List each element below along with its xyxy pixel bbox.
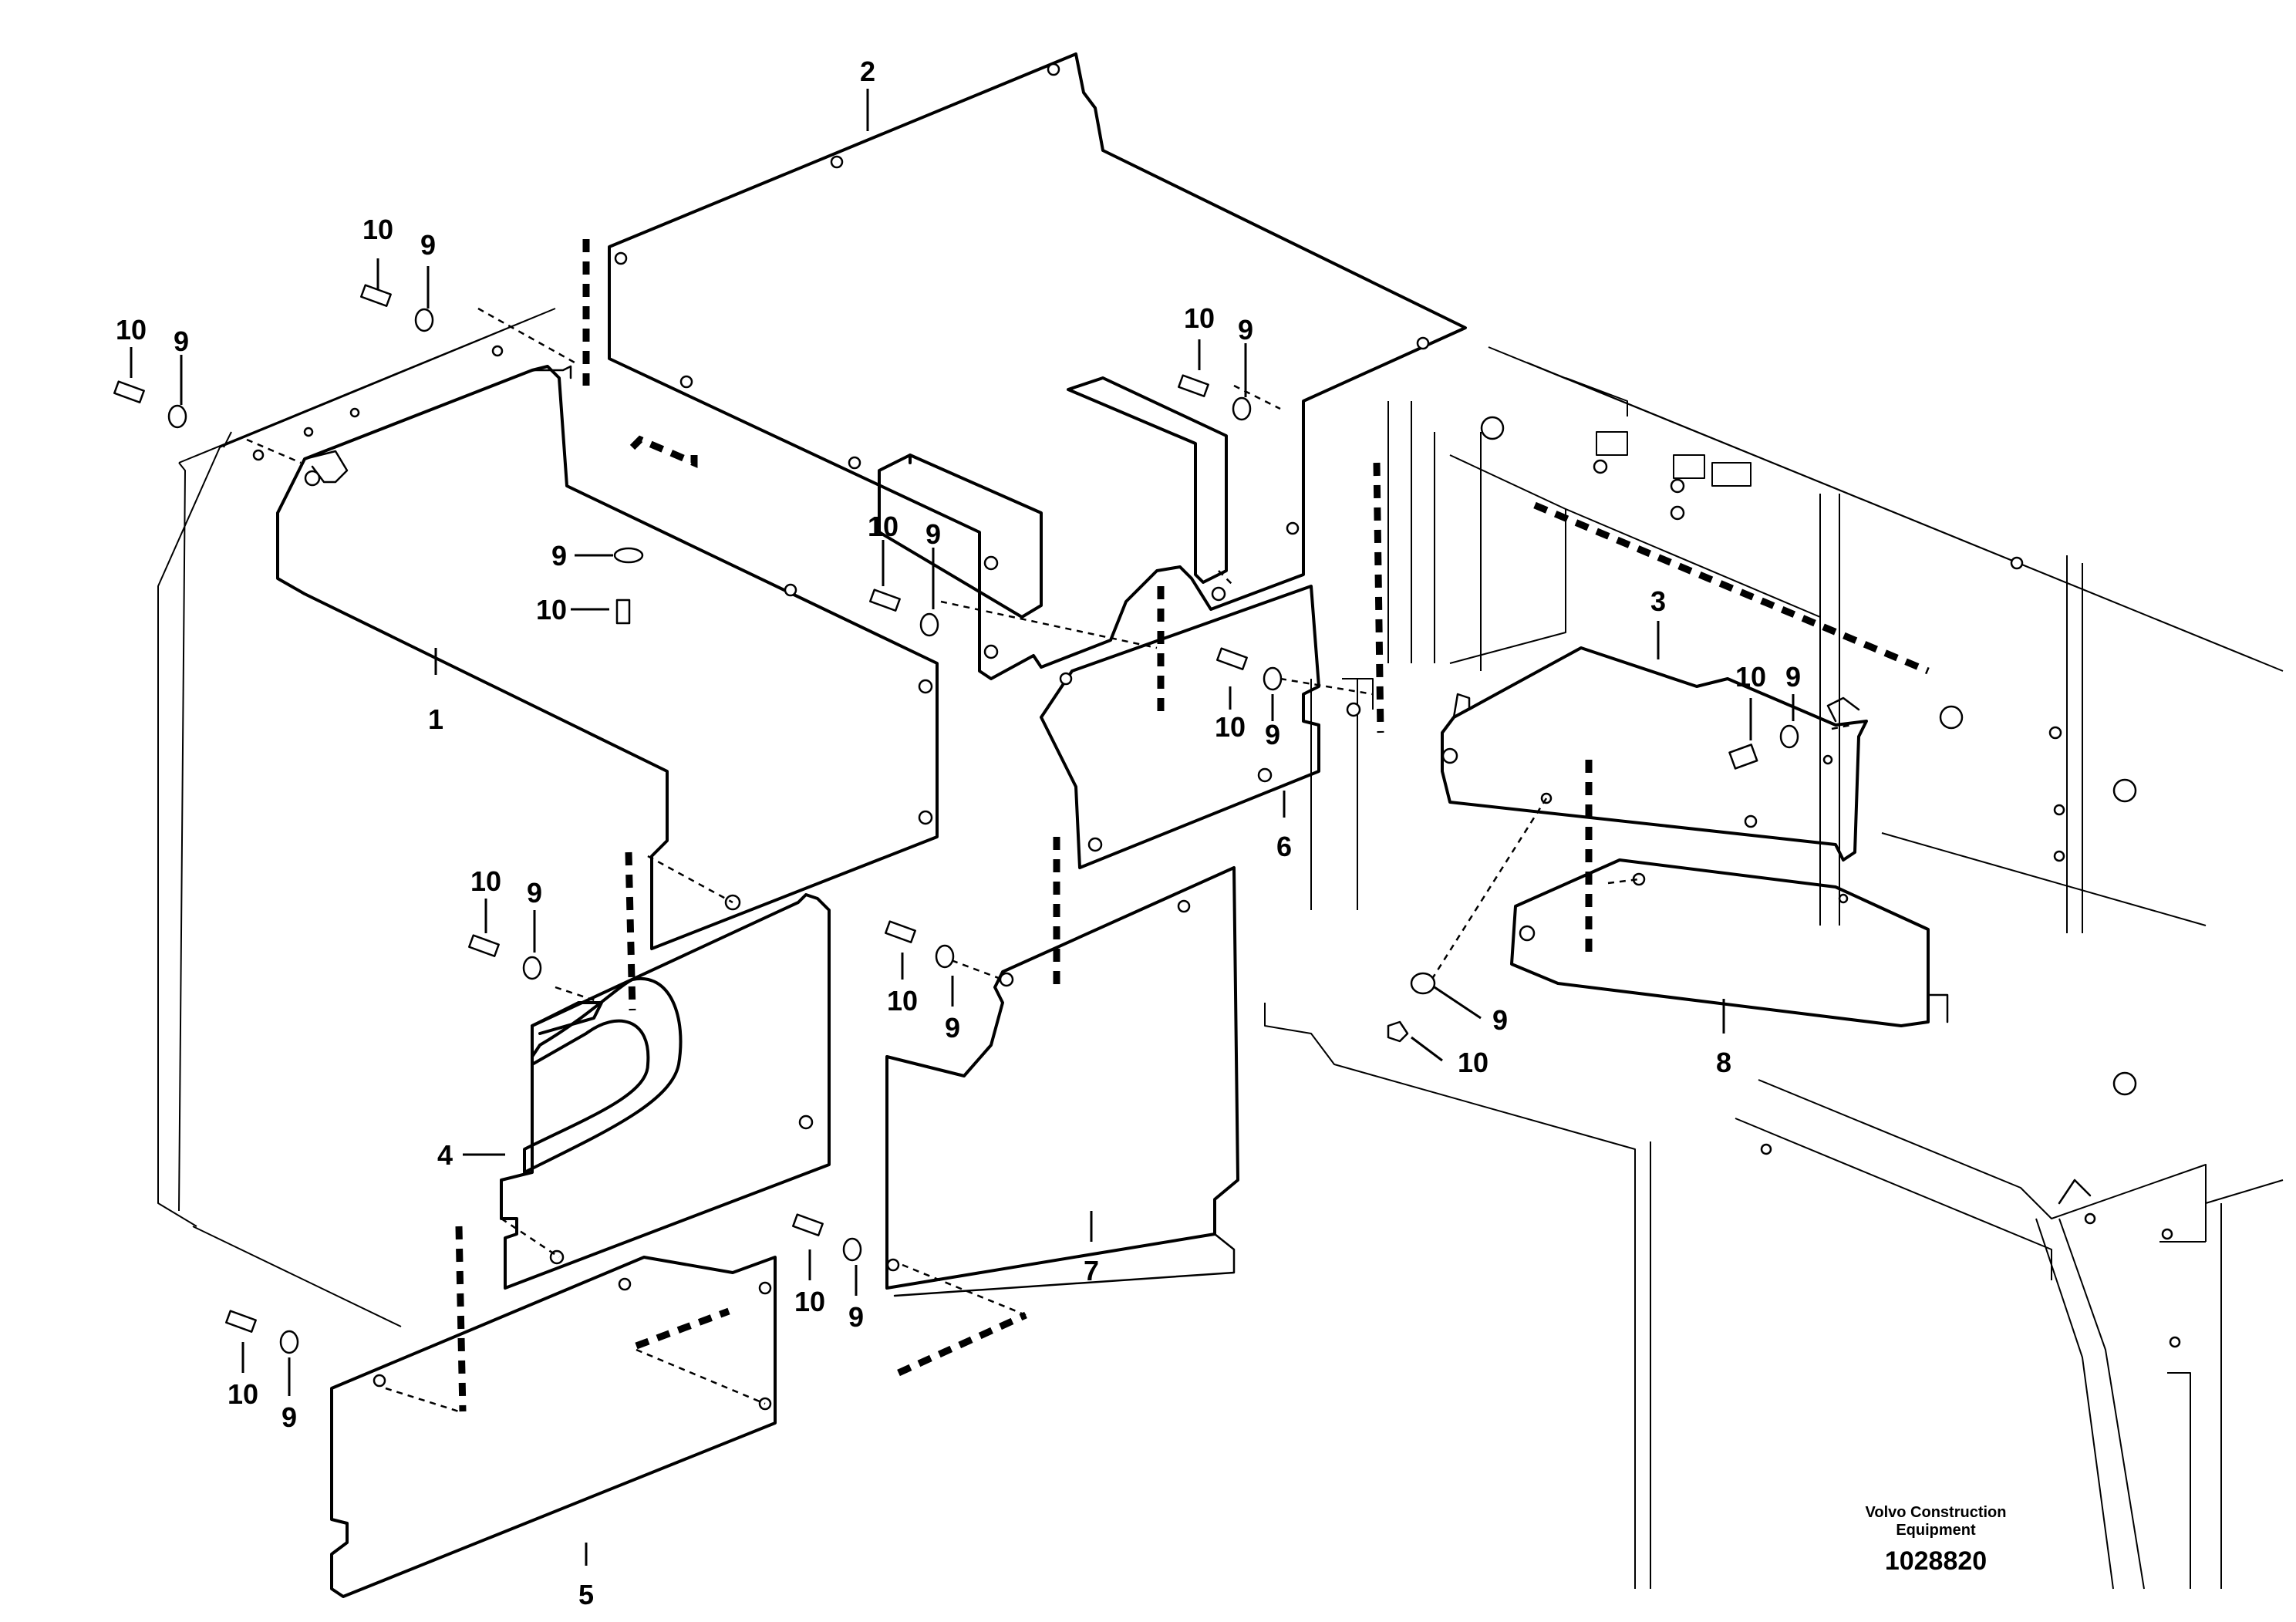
screw-icon xyxy=(1216,647,1248,670)
brand-line-1: Volvo Construction xyxy=(1866,1504,2007,1521)
part-2-top-cover xyxy=(608,52,1467,680)
screw-icon xyxy=(1728,744,1758,770)
callout-washer: 9 xyxy=(527,877,542,909)
callout-screw: 10 xyxy=(470,865,501,897)
screw-icon xyxy=(792,1213,824,1236)
callout-washer: 9 xyxy=(848,1301,864,1333)
washer-icon xyxy=(1779,724,1799,749)
callout-labels: 2 1 3 4 5 6 7 8 10 9 10 9 10 9 10 9 9 10… xyxy=(116,56,1801,1610)
hardware xyxy=(113,284,1799,1354)
washer-icon xyxy=(1410,972,1436,995)
callout-screw: 10 xyxy=(1735,661,1766,693)
washer-icon xyxy=(613,547,644,564)
part-8-bracket xyxy=(1510,858,1949,1027)
washer-icon xyxy=(279,1330,299,1354)
callout-washer: 9 xyxy=(1238,314,1253,346)
callout-screw: 10 xyxy=(116,314,147,346)
callout-part-2: 2 xyxy=(860,56,875,87)
part-4-plate xyxy=(500,893,831,1290)
callout-washer: 9 xyxy=(945,1012,960,1044)
callout-screw: 10 xyxy=(887,985,918,1017)
screw-icon xyxy=(885,920,916,943)
callout-part-4: 4 xyxy=(437,1139,453,1171)
screw-icon xyxy=(225,1310,257,1333)
washer-icon xyxy=(167,404,187,429)
screw-icon xyxy=(468,934,500,957)
callout-screw: 10 xyxy=(536,594,567,626)
screw-icon xyxy=(1178,374,1209,397)
right-frame-outline xyxy=(1264,346,2284,1590)
callout-washer: 9 xyxy=(1492,1004,1508,1036)
left-frame-outline xyxy=(157,308,556,1327)
brand-line-2: Equipment xyxy=(1896,1522,1976,1539)
callout-washer: 9 xyxy=(551,540,567,572)
part-1-left-cover xyxy=(276,365,939,950)
part-5-bottom-cover xyxy=(330,1256,777,1598)
callout-part-3: 3 xyxy=(1650,585,1666,617)
assembly-lines xyxy=(246,307,1852,1413)
washer-icon xyxy=(1263,666,1283,691)
screw-icon xyxy=(615,599,631,625)
callout-screw: 10 xyxy=(1184,302,1215,334)
washer-icon xyxy=(919,612,939,637)
callout-part-1: 1 xyxy=(428,703,443,735)
part-2-brackets xyxy=(878,376,1228,619)
screw-icon xyxy=(360,284,392,307)
callout-screw: 10 xyxy=(362,214,393,245)
callout-screw: 10 xyxy=(1215,711,1246,743)
callout-washer: 9 xyxy=(174,325,189,357)
part-7-cover xyxy=(885,866,1239,1297)
callout-washer: 9 xyxy=(420,229,436,261)
screw-icon xyxy=(869,588,901,612)
drawing-number: 1028820 xyxy=(1885,1546,1987,1576)
callout-screw: 10 xyxy=(1458,1047,1489,1078)
washer-icon xyxy=(414,308,434,332)
nut-icon xyxy=(1387,1020,1409,1043)
callout-washer: 9 xyxy=(925,518,941,550)
callout-part-8: 8 xyxy=(1716,1047,1731,1078)
leader-lines xyxy=(130,89,1795,1566)
footer-branding: Volvo Construction Equipment 1028820 xyxy=(1866,1504,2007,1576)
washer-icon xyxy=(522,956,542,980)
callout-part-6: 6 xyxy=(1276,831,1292,862)
callout-screw: 10 xyxy=(868,511,899,542)
seal-strips xyxy=(455,239,1930,1412)
washer-icon xyxy=(935,944,955,969)
callout-screw: 10 xyxy=(794,1286,825,1317)
callout-screw: 10 xyxy=(228,1378,258,1410)
callout-part-5: 5 xyxy=(578,1579,594,1610)
callout-washer: 9 xyxy=(282,1401,297,1433)
screw-icon xyxy=(113,380,145,403)
washer-icon xyxy=(1232,396,1252,421)
callout-washer: 9 xyxy=(1785,661,1801,693)
part-6-plate xyxy=(1040,585,1361,869)
washer-icon xyxy=(842,1237,862,1262)
part-3-bracket xyxy=(1441,646,1868,862)
callout-part-7: 7 xyxy=(1084,1255,1099,1286)
callout-washer: 9 xyxy=(1265,719,1280,750)
